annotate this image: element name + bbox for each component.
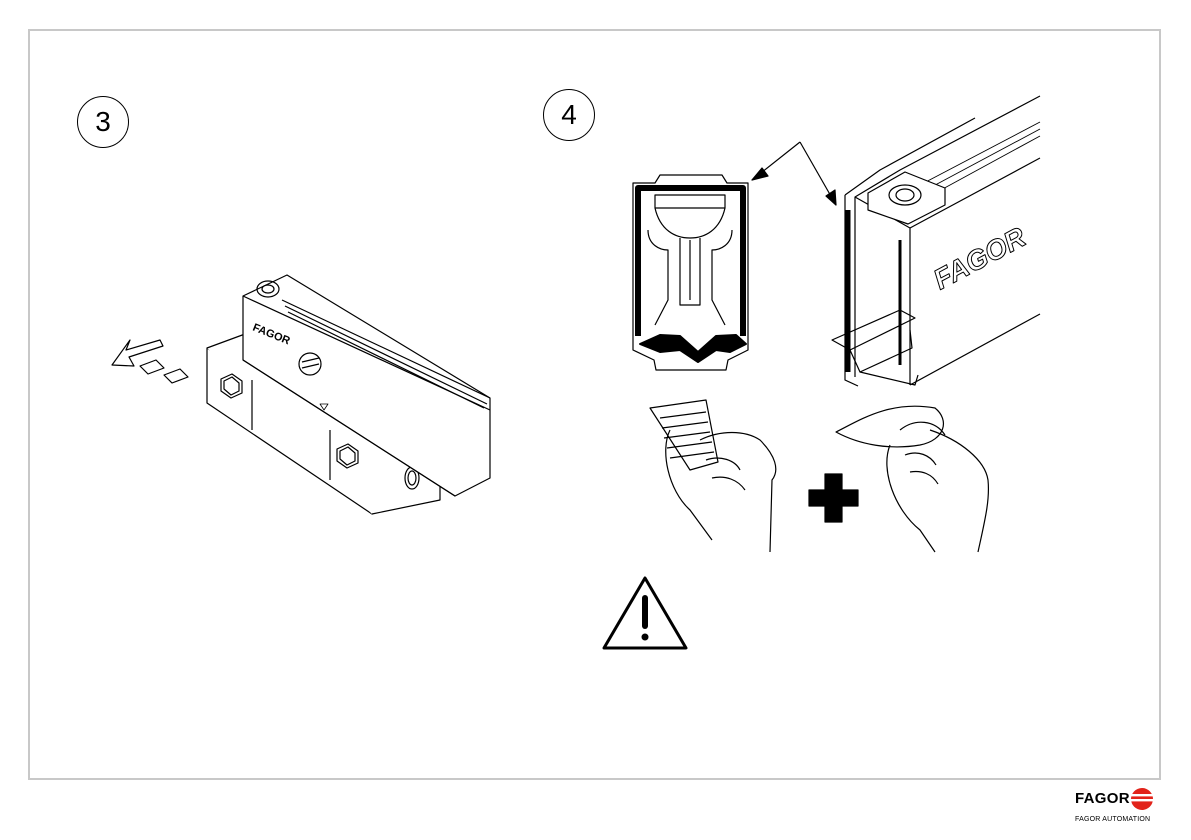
fagor-wordmark: FAGOR (1075, 790, 1130, 807)
warning-icon (600, 574, 690, 654)
fagor-logo-icon (1128, 787, 1156, 811)
company-name: FAGOR AUTOMATION (1075, 816, 1150, 823)
profile-brand-mark: FAGOR (928, 221, 1031, 295)
fagor-logo: FAGOR FAGOR AUTOMATION (1075, 787, 1157, 827)
plus-icon (809, 474, 858, 522)
